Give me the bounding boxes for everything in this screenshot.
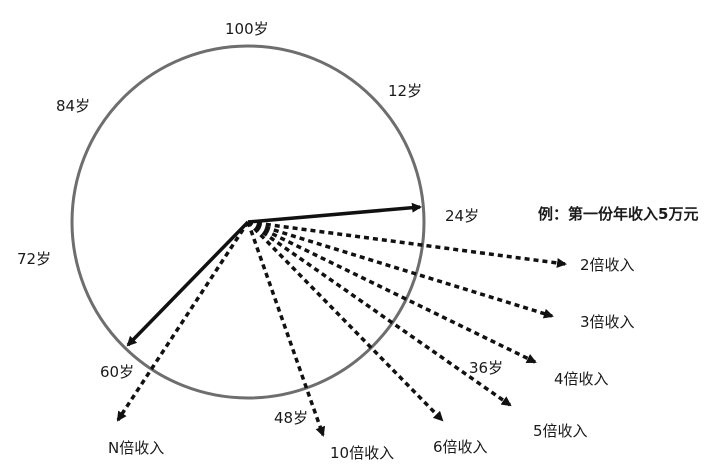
income-label-3x: 3倍收入 <box>580 313 635 331</box>
age-label-24: 24岁 <box>445 207 479 225</box>
arrow-income-6x <box>246 220 444 422</box>
income-label-2x: 2倍收入 <box>580 256 635 274</box>
age-circle <box>70 44 426 400</box>
arrow-income-3x <box>247 220 554 319</box>
age-label-48: 48岁 <box>274 409 308 427</box>
arrow-to-24 <box>247 202 422 224</box>
arrow-income-5x <box>246 220 512 407</box>
example-note: 例：第一份年收入5万元 <box>538 205 698 223</box>
income-label-nx: N倍收入 <box>108 439 164 457</box>
age-label-60: 60岁 <box>100 363 134 381</box>
age-label-36: 36岁 <box>469 359 503 377</box>
arrow-income-nx <box>116 221 250 422</box>
age-label-100: 100岁 <box>225 20 269 38</box>
arrow-income-2x <box>247 220 567 268</box>
income-label-5x: 5倍收入 <box>533 422 588 440</box>
age-label-12: 12岁 <box>388 82 422 100</box>
income-label-6x: 6倍收入 <box>433 438 488 456</box>
arrow-income-10x <box>246 221 326 437</box>
age-label-72: 72岁 <box>17 250 51 268</box>
arrow-to-60 <box>126 220 250 347</box>
age-label-84: 84岁 <box>56 97 90 115</box>
income-label-10x: 10倍收入 <box>330 444 394 462</box>
income-label-4x: 4倍收入 <box>554 370 609 388</box>
